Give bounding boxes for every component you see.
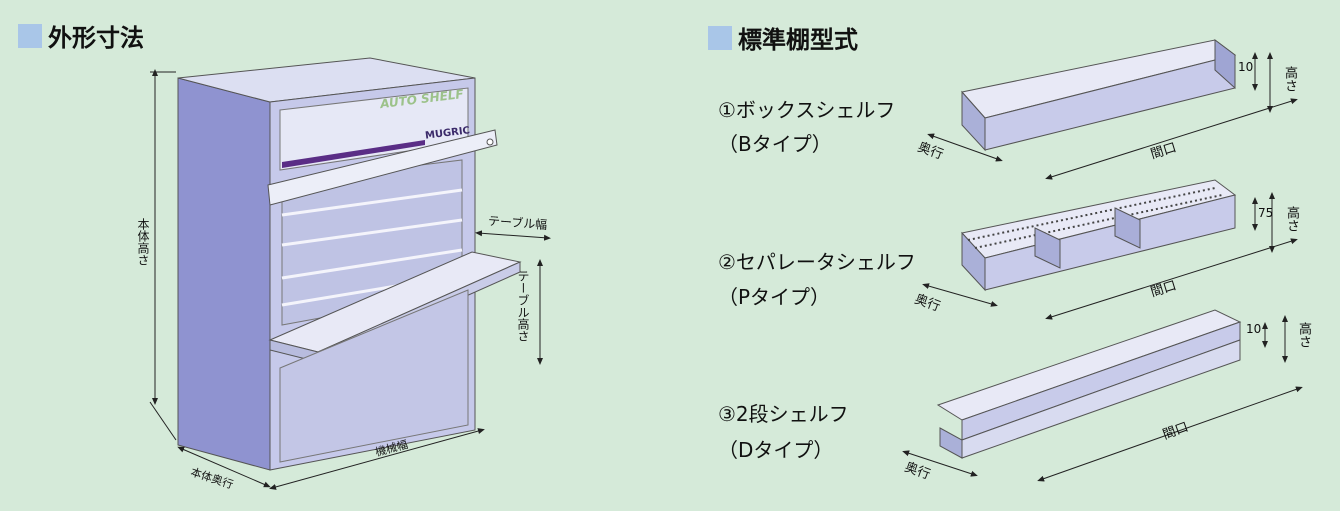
shelf-1-type: （Bタイプ） [718,132,832,156]
handle-bar [267,129,498,206]
shelf-types-heading: 標準棚型式 [708,20,858,55]
two-tier-shelf-dimensions [902,315,1303,482]
handle-knob [486,138,494,146]
shelf-2-lip: 75 [1258,206,1274,220]
separator-shelf-dimensions [922,192,1298,320]
shelf-3-height-label: 高さ [1296,322,1311,348]
accent-stripe [282,140,425,168]
separator-shelf-illustration [961,179,1237,292]
box-shelf-illustration [961,39,1237,152]
shelf-2-type: （Pタイプ） [718,285,831,309]
shelf-1-lip: 10 [1238,60,1254,74]
cabinet-side-panel [177,77,271,471]
two-tier-shelf-illustration [936,309,1242,459]
shelf-types-heading-text: 標準棚型式 [738,26,858,54]
shelf-3-name: ③2段シェルフ [718,402,849,426]
shelf-3-type: （Dタイプ） [718,438,834,462]
heading-marker [708,25,732,50]
dimensions-heading-text: 外形寸法 [48,24,144,52]
table-height-label: テーブル高さ [516,270,530,342]
shelf-3-lip: 10 [1246,322,1262,336]
cabinet-dimension-lines [149,69,551,490]
shelf-1-height-label: 高さ [1282,66,1297,92]
cabinet-illustration [177,57,522,471]
box-shelf-dimensions [927,52,1298,180]
shelf-2-name: ②セパレータシェルフ [718,250,916,274]
cabinet-height-label: 本体高さ [136,218,150,266]
shelf-1-name: ①ボックスシェルフ [718,98,896,122]
dimensions-heading: 外形寸法 [18,18,144,53]
heading-marker [18,23,42,48]
shelf-2-height-label: 高さ [1284,206,1299,232]
